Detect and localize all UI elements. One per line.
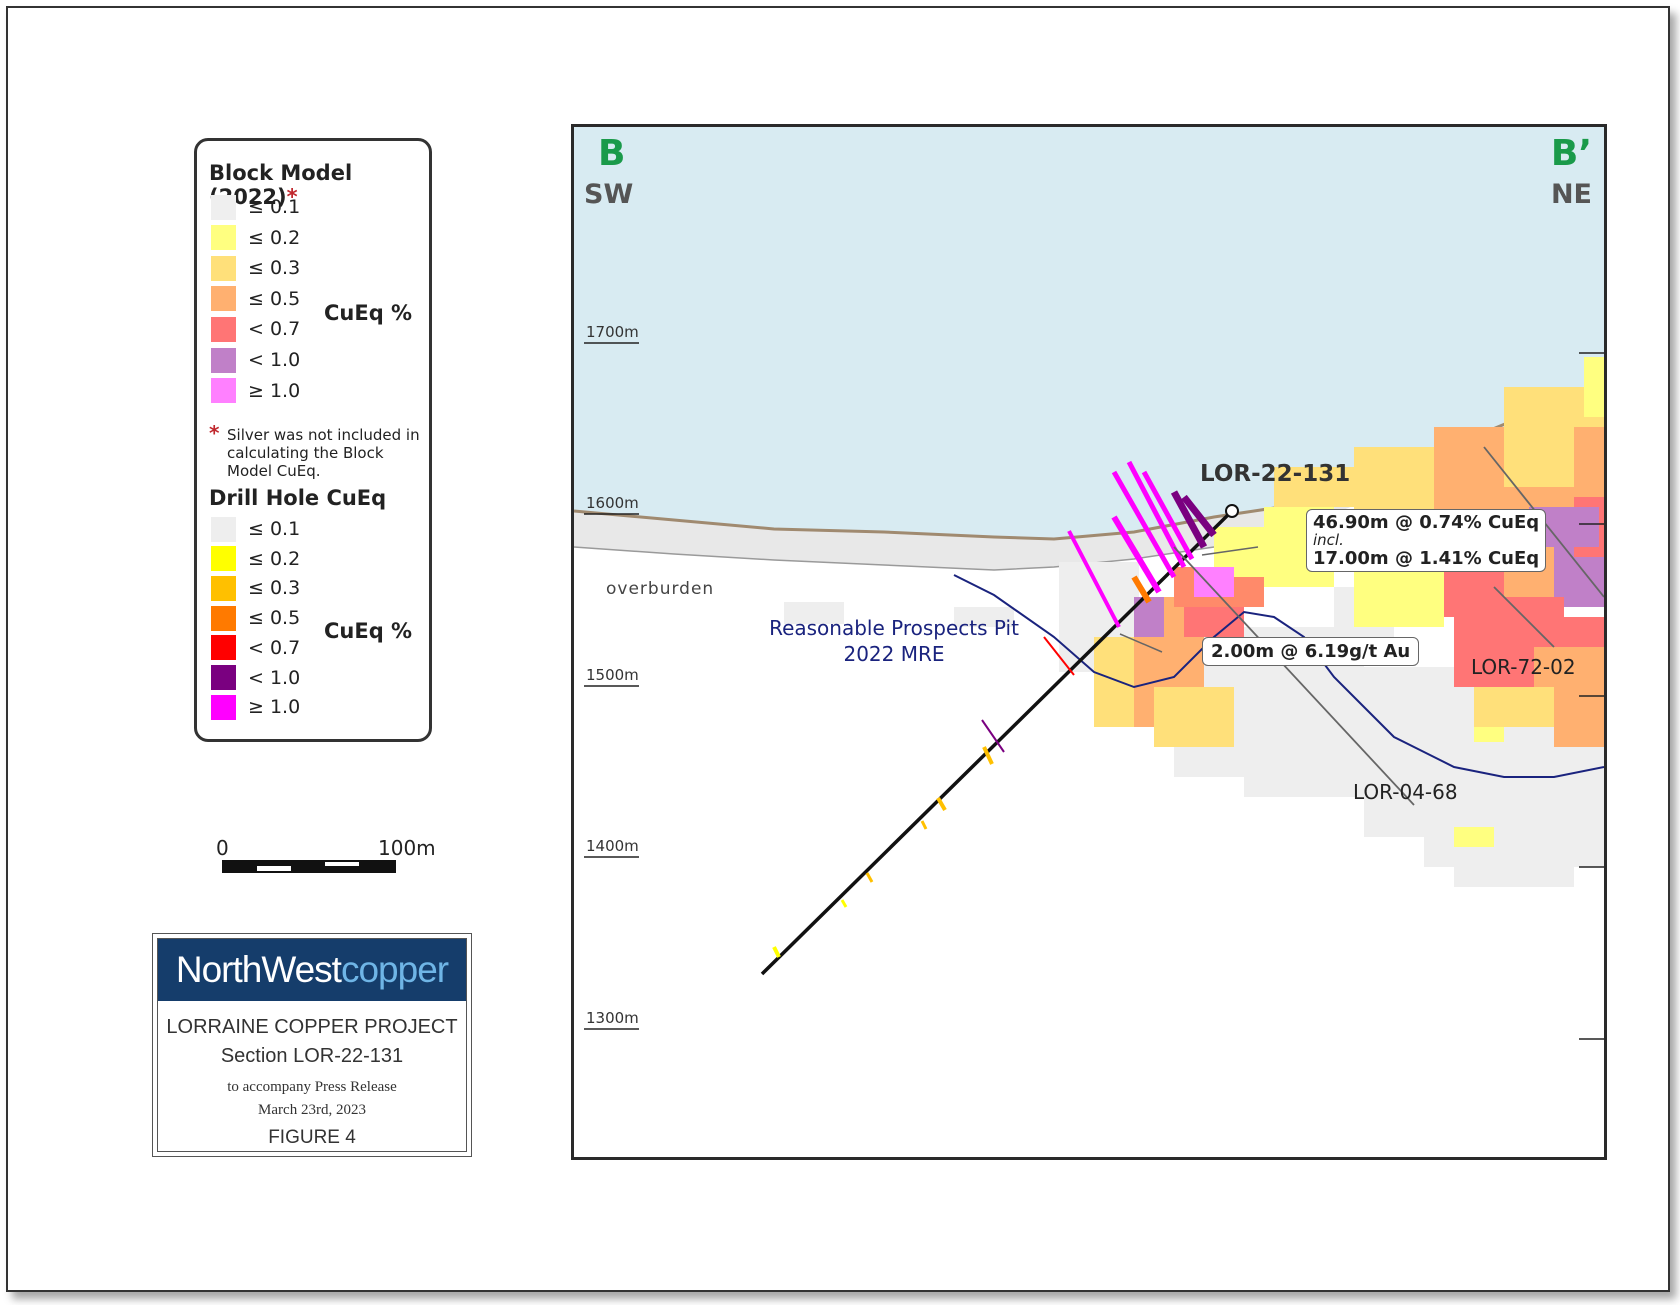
- hole-label-lor-22-131: LOR-22-131: [1200, 461, 1351, 487]
- block-model-legend-row: < 0.7: [211, 316, 300, 342]
- block-model-legend-row: ≤ 0.5: [211, 286, 300, 312]
- drill-hole-legend-label: ≤ 0.5: [248, 607, 301, 630]
- drill-hole-legend-label: ≥ 1.0: [248, 696, 301, 719]
- drill-hole-legend-swatch: [211, 546, 236, 572]
- drill-hole-legend-swatch: [211, 605, 236, 631]
- drill-hole-legend-swatch: [211, 575, 236, 601]
- elevation-ticks: [584, 342, 1604, 1040]
- block-model-legend-label: < 0.7: [248, 318, 301, 341]
- elevation-label-1300: 1300m: [586, 1009, 639, 1027]
- project-name: LORRAINE COPPER PROJECT: [166, 1016, 458, 1038]
- section-end-letter: B’: [1550, 133, 1592, 174]
- block-model-legend-swatch: [211, 225, 236, 251]
- drill-hole-legend-swatch: [211, 635, 236, 661]
- elevation-label-1600: 1600m: [586, 494, 639, 512]
- elevation-label-1700: 1700m: [586, 323, 639, 341]
- block-model-unit-label: CuEq %: [324, 301, 413, 325]
- release-date: March 23rd, 2023: [258, 1102, 366, 1118]
- block-model-legend-row: < 1.0: [211, 347, 300, 373]
- block-model-legend-label: ≤ 0.5: [248, 287, 301, 310]
- cross-section-panel: B B’ SW NE 1700m 1600m 1500m 1400m 1300m…: [571, 124, 1607, 1160]
- drill-hole-legend-row: ≤ 0.5: [211, 605, 300, 631]
- block-model-legend-label: ≤ 0.1: [248, 196, 301, 218]
- block-model-legend-swatch: [211, 255, 236, 281]
- block-model-legend-swatch: [211, 378, 236, 404]
- overburden-label: overburden: [606, 579, 715, 599]
- drill-hole-legend-label: < 0.7: [248, 636, 301, 659]
- drill-hole-legend-row: < 1.0: [211, 665, 300, 691]
- section-start-letter: B: [598, 133, 626, 174]
- note-asterisk: *: [209, 421, 220, 445]
- drill-hole-legend-title: Drill Hole CuEq: [209, 486, 387, 510]
- drill-hole-lor-04-68-trace: [1173, 546, 1415, 806]
- block-model-legend-swatch: [211, 194, 236, 220]
- block-model-legend-label: ≥ 1.0: [248, 379, 301, 402]
- block-model-legend-swatch: [211, 347, 236, 373]
- pit-outline: [953, 574, 1604, 778]
- block-model-legend-swatch: [211, 286, 236, 312]
- drill-hole-unit-label: CuEq %: [324, 619, 413, 643]
- block-model-legend-row: ≤ 0.3: [211, 255, 300, 281]
- block-model-legend-title: Block Model (2022)*: [209, 161, 353, 209]
- drill-hole-legend-label: ≤ 0.3: [248, 577, 301, 600]
- sky-area: [574, 127, 1604, 539]
- legend-box: Block Model (2022)* ≤ 0.1 ≤ 0.2 ≤ 0.3 ≤ 0.5…: [194, 138, 432, 742]
- block-model-legend-row: ≤ 0.1: [211, 194, 300, 220]
- intercept-callout-gold: 2.00m @ 6.19g/t Au: [1202, 637, 1420, 666]
- drill-hole-legend-row: ≤ 0.2: [211, 546, 300, 572]
- accompany-text: to accompany Press Release: [227, 1079, 397, 1095]
- drill-hole-legend-swatch: [211, 694, 236, 720]
- section-name: Section LOR-22-131: [220, 1045, 404, 1067]
- direction-sw: SW: [584, 179, 634, 210]
- elevation-label-1400: 1400m: [586, 837, 639, 855]
- pit-label: Reasonable Prospects Pit 2022 MRE: [769, 616, 1019, 666]
- drill-hole-legend-row: ≥ 1.0: [211, 694, 300, 720]
- silver-note: Silver was not included in calculating t…: [227, 426, 420, 480]
- drill-hole-legend-swatch: [211, 516, 236, 542]
- block-model-legend-row: ≤ 0.2: [211, 225, 300, 251]
- drill-hole-legend-row: ≤ 0.1: [211, 516, 300, 542]
- drill-hole-legend-row: < 0.7: [211, 635, 300, 661]
- scale-start-label: 0: [216, 836, 229, 860]
- intercept-callout-main: 46.90m @ 0.74% CuEq incl. 17.00m @ 1.41%…: [1306, 509, 1547, 572]
- block-model-legend-label: < 1.0: [248, 349, 301, 371]
- scale-bar: [222, 860, 396, 873]
- hole-label-lor-04-68: LOR-04-68: [1353, 780, 1458, 804]
- drill-hole-legend-row: ≤ 0.3: [211, 575, 300, 601]
- block-model-legend-label: ≤ 0.3: [248, 257, 301, 280]
- scale-end-label: 100m: [378, 836, 436, 860]
- hole-label-lor-72-02: LOR-72-02: [1471, 655, 1576, 679]
- block-model-legend-swatch: [211, 316, 236, 342]
- elevation-label-1500: 1500m: [586, 666, 639, 684]
- drill-hole-legend-label: ≤ 0.1: [248, 518, 301, 540]
- drill-hole-assay-bars: [772, 460, 1217, 958]
- drill-collar: [1225, 504, 1239, 518]
- direction-ne: NE: [1550, 179, 1592, 210]
- figure-number: FIGURE 4: [268, 1127, 356, 1148]
- block-model-legend-label: ≤ 0.2: [248, 226, 301, 249]
- drill-hole-legend-label: ≤ 0.2: [248, 547, 301, 570]
- block-model-legend-row: ≥ 1.0: [211, 378, 300, 404]
- cross-section-drawing: [574, 127, 1604, 1040]
- drill-hole-legend-label: < 1.0: [248, 666, 301, 689]
- drill-hole-legend-swatch: [211, 665, 236, 690]
